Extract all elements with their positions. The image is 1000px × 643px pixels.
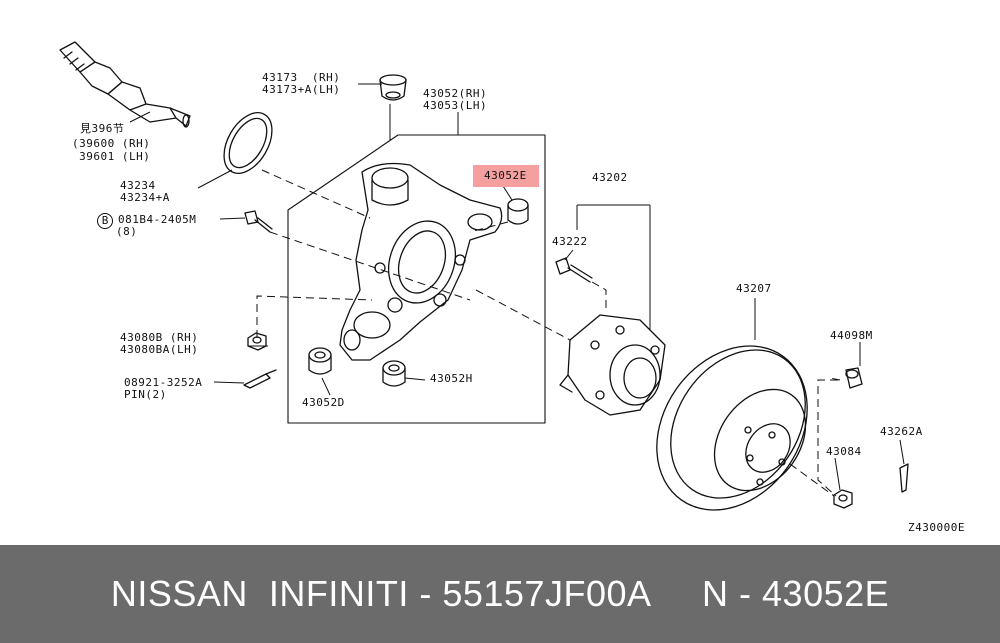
bushing-43052d-illustration	[308, 347, 332, 375]
bolt-44098m-illustration	[845, 367, 863, 389]
bushing-43052e-illustration	[507, 198, 529, 225]
seal-ring-illustration	[223, 112, 273, 174]
label-43080ba-lh: 43080BA(LH)	[120, 343, 199, 356]
knuckle-assembly-box	[287, 134, 546, 424]
bolt-43222-illustration	[555, 257, 593, 283]
label-43052-rh: 43052(RH)	[423, 87, 488, 100]
highlight-43052e	[473, 165, 539, 187]
brake-rotor-illustration	[656, 345, 808, 511]
label-43173a-lh: 43173+A(LH)	[262, 83, 341, 96]
parts-diagram: 見396节 (39600 (RH) 39601 (LH) 43173 (RH) …	[59, 41, 965, 534]
label-ref-396: 見396节	[80, 122, 125, 135]
label-43052d: 43052D	[302, 396, 345, 409]
bolt-081b4-illustration	[244, 210, 273, 233]
label-43234: 43234	[120, 179, 156, 192]
label-43207: 43207	[736, 282, 772, 295]
nut-43084-illustration	[833, 489, 853, 509]
label-ref-39601: 39601 (LH)	[72, 150, 151, 163]
label-43262a: 43262A	[880, 425, 923, 438]
label-081b4-2405m: 081B4-2405M	[118, 213, 197, 226]
label-bolt-qty: (8)	[116, 225, 138, 238]
label-43084: 43084	[826, 445, 862, 458]
label-43080b-rh: 43080B (RH)	[120, 331, 199, 344]
label-43234a: 43234+A	[120, 191, 170, 204]
footer-part-text: NISSAN INFINITI - 55157JF00A N - 43052E	[110, 573, 890, 614]
footer-bar: NISSAN INFINITI - 55157JF00A N - 43052E	[0, 545, 1000, 643]
cotter-43262a-illustration	[899, 463, 909, 493]
label-pin-qty: PIN(2)	[124, 388, 167, 401]
diagram-code: Z430000E	[908, 521, 965, 534]
label-43052e: 43052E	[484, 169, 527, 182]
label-43202: 43202	[592, 171, 628, 184]
label-43052h: 43052H	[430, 372, 473, 385]
label-08921-3252a: 08921-3252A	[124, 376, 203, 389]
label-44098m: 44098M	[830, 329, 873, 342]
hub-assembly-illustration	[559, 314, 666, 416]
bolt-symbol: B	[97, 213, 113, 229]
label-43222: 43222	[552, 235, 588, 248]
label-43053-lh: 43053(LH)	[423, 99, 488, 112]
bushing-43173-illustration	[379, 74, 407, 101]
bushing-43052h-illustration	[382, 360, 406, 387]
label-43173-rh: 43173 (RH)	[262, 71, 341, 84]
drive-shaft-illustration	[59, 41, 191, 128]
steering-knuckle-illustration	[339, 162, 503, 361]
pin-08921-illustration	[243, 369, 277, 389]
label-ref-39600: (39600 (RH)	[72, 137, 151, 150]
exploded-view-drawing	[59, 41, 909, 511]
